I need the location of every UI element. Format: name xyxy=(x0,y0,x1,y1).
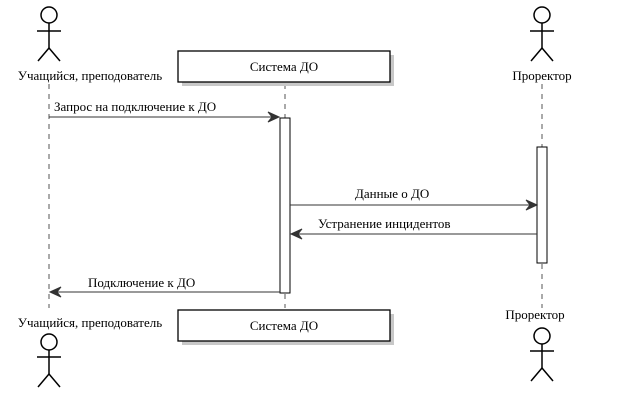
activation-prorector xyxy=(536,146,548,264)
participant-system-bottom: Система ДО xyxy=(177,309,394,345)
actor-figure-icon xyxy=(530,327,554,382)
actor-figure-icon xyxy=(530,6,554,62)
actor-figure-icon xyxy=(37,6,61,62)
actor-student-top: Учащийся, преподователь xyxy=(18,6,162,83)
arrowhead-right-icon xyxy=(267,111,281,123)
participant-box xyxy=(177,309,391,342)
actor-prorector-bottom: Проректор xyxy=(505,307,565,382)
arrowhead-right-icon xyxy=(525,199,539,211)
actor-prorector-top: Проректор xyxy=(512,6,572,83)
actor-figure-icon xyxy=(37,333,61,388)
participant-system-top: Система ДО xyxy=(177,50,394,86)
actor-student-bottom: Учащийся, преподователь xyxy=(18,315,162,388)
participant-box xyxy=(177,50,391,83)
message-incidents: Устранение инцидентов xyxy=(289,216,537,240)
actor-prorector-label-top: Проректор xyxy=(512,68,571,83)
message-label: Данные о ДО xyxy=(355,186,429,201)
activation-system xyxy=(279,117,291,294)
participant-system-label-bottom: Система ДО xyxy=(250,318,318,333)
arrowhead-left-icon xyxy=(48,286,62,298)
actor-prorector-label-bottom: Проректор xyxy=(505,307,564,322)
arrowhead-left-icon xyxy=(289,228,303,240)
actor-student-label-bottom: Учащийся, преподователь xyxy=(18,315,162,330)
message-label: Подключение к ДО xyxy=(88,275,195,290)
message-request: Запрос на подключение к ДО xyxy=(49,99,281,123)
participant-system-label-top: Система ДО xyxy=(250,59,318,74)
message-label: Запрос на подключение к ДО xyxy=(54,99,216,114)
actor-student-label-top: Учащийся, преподователь xyxy=(18,68,162,83)
message-connection: Подключение к ДО xyxy=(48,275,280,298)
message-label: Устранение инцидентов xyxy=(318,216,451,231)
message-data: Данные о ДО xyxy=(290,186,539,211)
